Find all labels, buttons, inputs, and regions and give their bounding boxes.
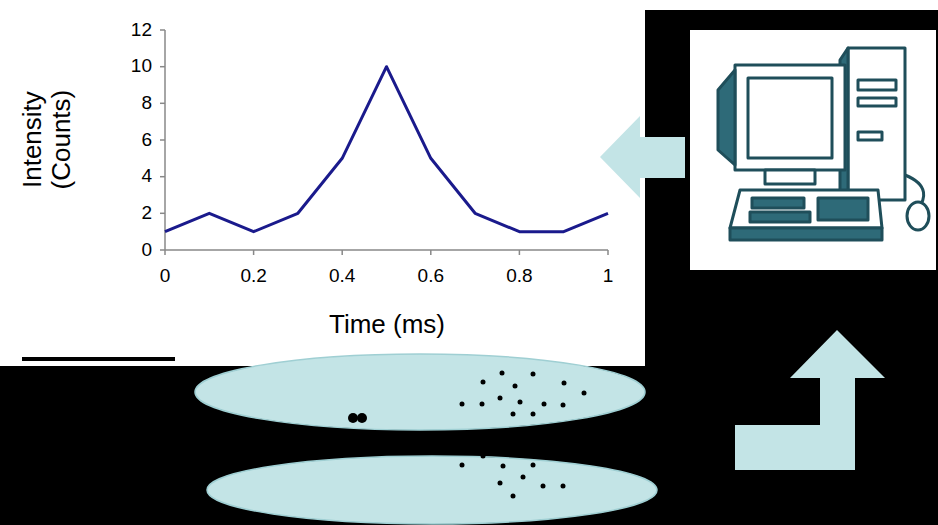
tick-label: 0.2 [240,266,266,287]
axes [160,30,608,255]
computer-panel [690,30,936,270]
sample-disc [195,354,645,430]
axis-title: Intensity (Counts) [18,75,75,205]
computer-icon [718,48,929,240]
intensity-curve [165,67,608,232]
tick-label: 1 [603,266,614,287]
tick-label: 2 [141,203,152,224]
tick-label: 4 [141,166,152,187]
tick-label: 0.6 [418,266,444,287]
particles [348,371,587,499]
tick-label: 0.8 [506,266,532,287]
tick-label: 8 [141,93,152,114]
tick-label: 0.4 [329,266,355,287]
chart-panel [0,0,645,366]
left-arrow [600,116,685,198]
tick-label: 0 [141,240,152,261]
axis-title: Time (ms) [329,310,445,339]
top-strip [645,0,938,10]
sample-disc [207,456,657,524]
tick-label: 12 [131,20,152,41]
up-arrow [735,330,885,470]
tick-label: 6 [141,130,152,151]
scale-bar [22,357,175,361]
tick-label: 10 [131,56,152,77]
tick-label: 0 [160,266,171,287]
